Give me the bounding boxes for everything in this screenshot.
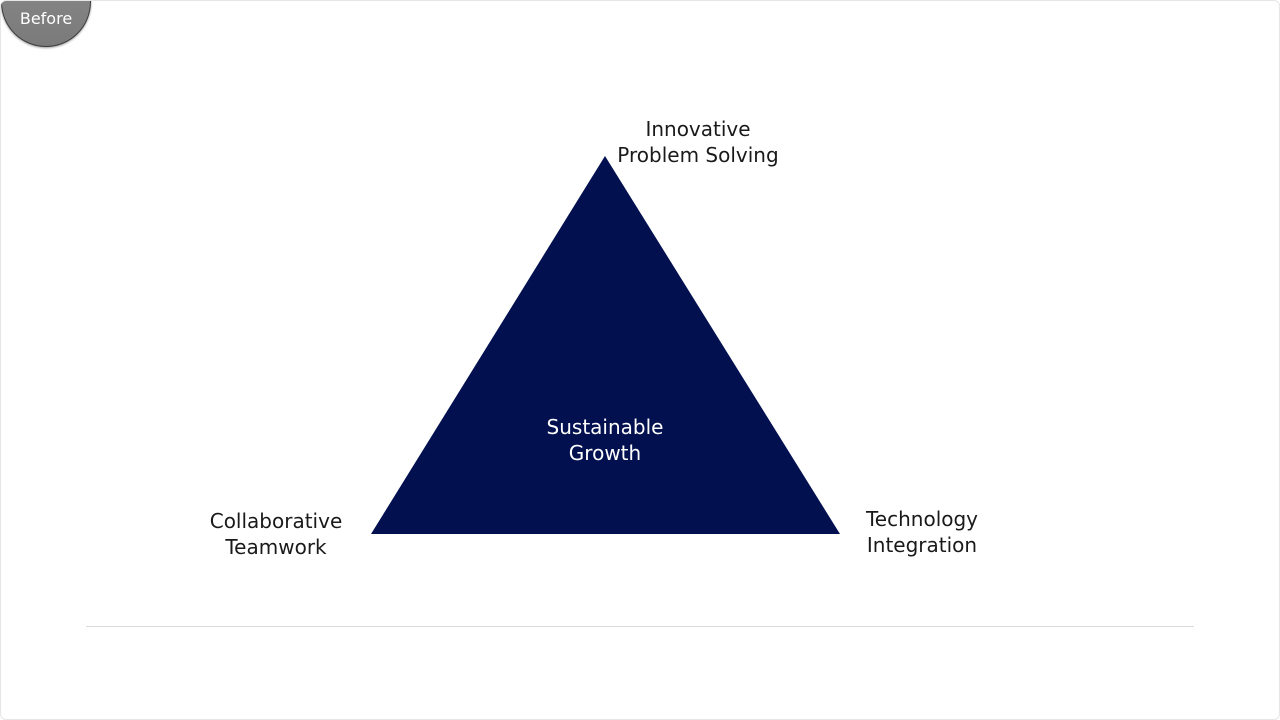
top-vertex-label-line1: Innovative [645, 117, 751, 141]
bottom-left-vertex-label: Collaborative Teamwork [176, 508, 376, 560]
footer-divider [86, 626, 1194, 627]
bottom-right-vertex-label: Technology Integration [822, 506, 1022, 558]
top-vertex-label: Innovative Problem Solving [598, 116, 798, 168]
triangle-shape [371, 156, 840, 534]
bottom-left-vertex-label-line1: Collaborative [209, 509, 343, 533]
center-label: Sustainable Growth [505, 414, 705, 466]
top-vertex-label-line2: Problem Solving [617, 143, 779, 167]
bottom-left-vertex-label-line2: Teamwork [225, 535, 327, 559]
center-label-line1: Sustainable [546, 415, 664, 439]
center-label-line2: Growth [568, 441, 642, 465]
bottom-right-vertex-label-line1: Technology [865, 507, 979, 531]
bottom-right-vertex-label-line2: Integration [866, 533, 978, 557]
before-badge-label: Before [19, 9, 73, 28]
